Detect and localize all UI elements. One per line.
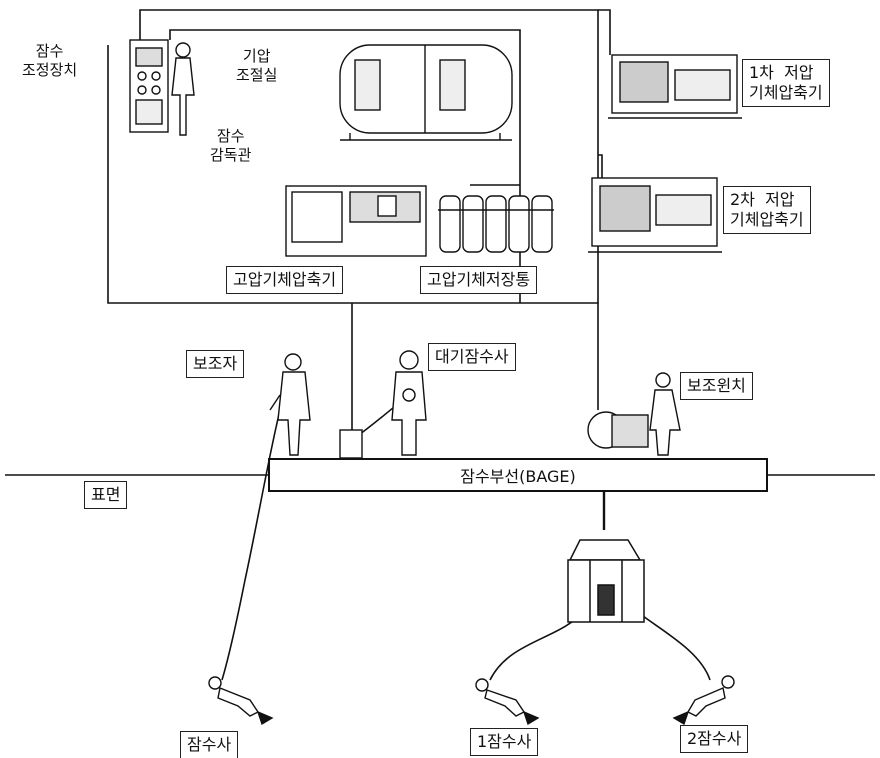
label-diver-1: 1잠수사 bbox=[470, 728, 539, 756]
hp-compressor-figure bbox=[285, 185, 427, 257]
barge: 잠수부선(BAGE) bbox=[268, 458, 768, 492]
label-barge: 잠수부선(BAGE) bbox=[460, 467, 576, 486]
lp-compressor-1-figure bbox=[608, 54, 742, 119]
hose-to-lp2 bbox=[598, 154, 603, 178]
dive-control-panel-figure bbox=[129, 39, 195, 136]
tender-figure bbox=[269, 353, 311, 456]
label-dive-control: 잠수 조정장치 bbox=[22, 42, 78, 79]
label-hp-compressor: 고압기체압축기 bbox=[226, 266, 344, 294]
label-chamber: 기압 조절실 bbox=[236, 47, 278, 84]
diver-1-figure bbox=[475, 678, 540, 726]
label-lp-compressor-1: 1차 저압 기체압축기 bbox=[742, 59, 830, 107]
label-surface: 표면 bbox=[84, 481, 128, 509]
barge-control-box bbox=[339, 429, 363, 459]
diver-2-figure bbox=[672, 675, 735, 726]
label-supervisor: 잠수 감독관 bbox=[210, 127, 252, 164]
umbilical-diver-2 bbox=[634, 609, 711, 681]
label-standby-diver: 대기잠수사 bbox=[428, 343, 516, 371]
label-diver-2: 2잠수사 bbox=[680, 725, 749, 753]
supply-line-top bbox=[107, 9, 599, 304]
label-tender: 보조자 bbox=[186, 350, 245, 378]
diving-bell-figure bbox=[567, 539, 645, 623]
lp-compressor-2-figure bbox=[588, 177, 722, 253]
supply-line-inner bbox=[169, 29, 521, 303]
label-lp-compressor-2: 2차 저압 기체압축기 bbox=[723, 186, 811, 234]
hp-storage-figure bbox=[438, 195, 554, 253]
hose-to-lp1 bbox=[598, 9, 611, 55]
label-hp-storage: 고압기체저장통 bbox=[420, 266, 538, 294]
umbilical-diver bbox=[221, 409, 281, 681]
label-diver: 잠수사 bbox=[180, 731, 239, 758]
chamber-figure bbox=[339, 44, 513, 141]
standby-diver-figure bbox=[391, 350, 427, 456]
label-winch: 보조윈치 bbox=[680, 372, 753, 400]
diver-figure bbox=[208, 676, 274, 726]
winch-figure bbox=[587, 372, 681, 456]
